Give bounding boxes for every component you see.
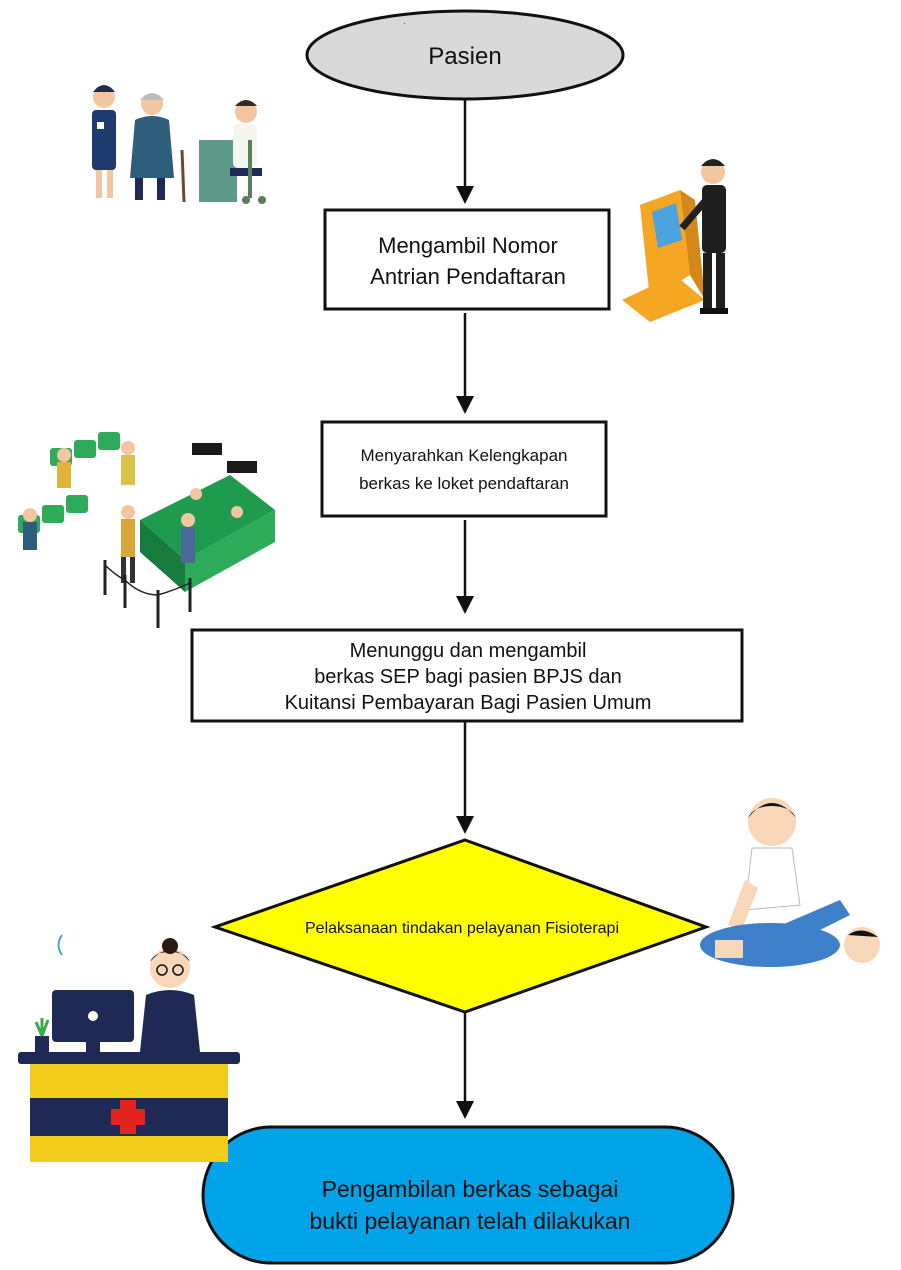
end-node: Pengambilan berkas sebagai bukti pelayan…	[201, 1125, 735, 1265]
step1-line1: Mengambil Nomor	[378, 233, 558, 258]
start-node: Pasien	[305, 9, 625, 101]
decision-physiotherapy: Pelaksanaan tindakan pelayanan Fisiotera…	[210, 838, 711, 1014]
start-label: Pasien	[428, 43, 501, 70]
step3-line2: berkas SEP bagi pasien BPJS dan	[314, 666, 622, 688]
step-wait-sep-receipt: Menunggu dan mengambil berkas SEP bagi p…	[190, 628, 744, 723]
end-line2: bukti pelayanan telah dilakukan	[310, 1208, 631, 1234]
step-submit-documents: Menyarahkan Kelengkapan berkas ke loket …	[320, 420, 608, 518]
queue-kiosk-illustration	[622, 159, 728, 322]
stray-mark: ·	[403, 19, 406, 28]
reception-desk-illustration	[18, 934, 240, 1162]
step2-line1: Menyarahkan Kelengkapan	[361, 446, 568, 465]
end-line1: Pengambilan berkas sebagai	[322, 1176, 619, 1202]
step3-line1: Menunggu dan mengambil	[350, 640, 587, 662]
physiotherapy-illustration	[700, 798, 880, 967]
step1-line2: Antrian Pendaftaran	[370, 264, 566, 289]
connectors	[456, 100, 474, 1119]
step-take-queue-number: Mengambil Nomor Antrian Pendaftaran	[323, 208, 611, 311]
doctor-patient-consultation-illustration	[92, 85, 266, 204]
step3-line3: Kuitansi Pembayaran Bagi Pasien Umum	[285, 692, 652, 714]
step2-line2: berkas ke loket pendaftaran	[359, 474, 569, 493]
registration-counter-illustration	[18, 432, 275, 628]
decision-label: Pelaksanaan tindakan pelayanan Fisiotera…	[305, 920, 619, 937]
